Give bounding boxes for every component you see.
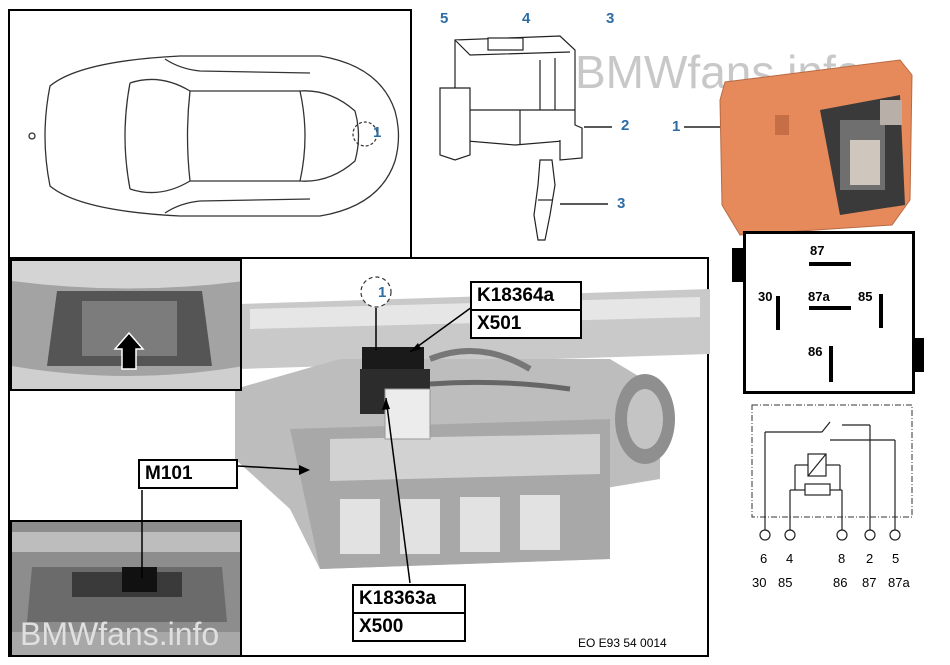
schematic-top-2: 2 xyxy=(866,551,874,566)
schematic-bottom-85: 85 xyxy=(778,575,793,590)
pin-87a-blade xyxy=(809,306,851,310)
schematic-top-6: 6 xyxy=(760,551,768,566)
relay-tab-right xyxy=(912,338,924,372)
callout-4: 4 xyxy=(522,10,531,27)
inset-front-illustration xyxy=(12,261,240,389)
inset-front-view xyxy=(10,259,242,391)
car-outline-drawing xyxy=(28,55,400,217)
watermark-bottom: BMWfans.info xyxy=(20,616,220,652)
callout-2: 2 xyxy=(621,117,630,134)
watermark-top: BMWfans.info xyxy=(575,46,862,98)
diagram-id: EO E93 54 0014 xyxy=(578,636,667,650)
pin-86-blade xyxy=(829,346,833,382)
label-k18364a: K18364a xyxy=(470,281,582,311)
label-m101: M101 xyxy=(138,459,238,489)
pin-85-label: 85 xyxy=(858,289,873,304)
callout-photo-1: 1 xyxy=(378,284,387,301)
schematic-top-8: 8 xyxy=(838,551,846,566)
pin-87-blade xyxy=(809,262,851,266)
callout-relay-1: 1 xyxy=(672,118,681,135)
callout-car-1: 1 xyxy=(373,124,382,141)
label-x500: X500 xyxy=(352,612,466,642)
vehicle-location-panel: 1 xyxy=(8,9,412,259)
relay-pin-diagram: 87 30 87a 85 86 xyxy=(732,231,924,394)
pin-85-blade xyxy=(879,294,883,328)
callout-3-terminal: 3 xyxy=(617,195,626,212)
pin-87-label: 87 xyxy=(810,243,825,258)
schematic-bottom-87: 87 xyxy=(862,575,877,590)
callout-3-top: 3 xyxy=(606,10,615,27)
inset-bottom-view xyxy=(10,520,242,657)
schematic-top-4: 4 xyxy=(786,551,794,566)
schematic-bottom-87a: 87a xyxy=(888,575,910,590)
relay-tab-left xyxy=(732,248,744,282)
label-x501: X501 xyxy=(470,309,582,339)
schematic-bottom-86: 86 xyxy=(833,575,848,590)
pin-87a-label: 87a xyxy=(808,289,830,304)
pin-86-label: 86 xyxy=(808,344,823,359)
pin-30-blade xyxy=(776,296,780,330)
pin-30-label: 30 xyxy=(758,289,773,304)
schematic-bottom-30: 30 xyxy=(752,575,767,590)
label-k18363a: K18363a xyxy=(352,584,466,614)
callout-5: 5 xyxy=(440,10,449,27)
inset-bottom-illustration xyxy=(12,522,240,655)
schematic-top-5: 5 xyxy=(892,551,900,566)
